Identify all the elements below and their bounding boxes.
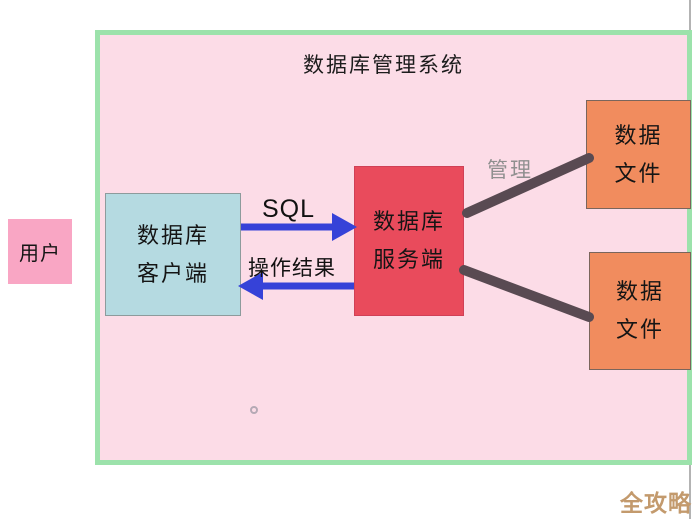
result-edge-label: 操作结果 [248, 257, 336, 280]
node-data-file-top: 数据 文件 [586, 100, 691, 209]
node-client-line1: 数据库 [136, 222, 209, 248]
sql-edge-label: SQL [262, 195, 316, 223]
node-user-label: 用户 [19, 243, 61, 265]
watermark-text: 全攻略 [620, 490, 692, 516]
node-client-line2: 客户端 [136, 260, 209, 286]
manage-edge-label: 管理 [487, 159, 533, 182]
panel-title: 数据库管理系统 [303, 54, 464, 77]
node-file1-line1: 数据 [614, 122, 663, 148]
node-server-line1: 数据库 [372, 209, 445, 234]
node-database-client: 数据库 客户端 [105, 193, 241, 316]
node-file2-line1: 数据 [615, 279, 664, 304]
node-data-file-bottom: 数据 文件 [589, 252, 691, 370]
stray-dot-mark [250, 406, 258, 414]
node-database-server: 数据库 服务端 [354, 166, 464, 316]
node-server-line2: 服务端 [372, 247, 445, 272]
node-file1-line2: 文件 [614, 160, 663, 186]
node-file2-line2: 文件 [615, 317, 664, 342]
node-user: 用户 [8, 219, 72, 284]
